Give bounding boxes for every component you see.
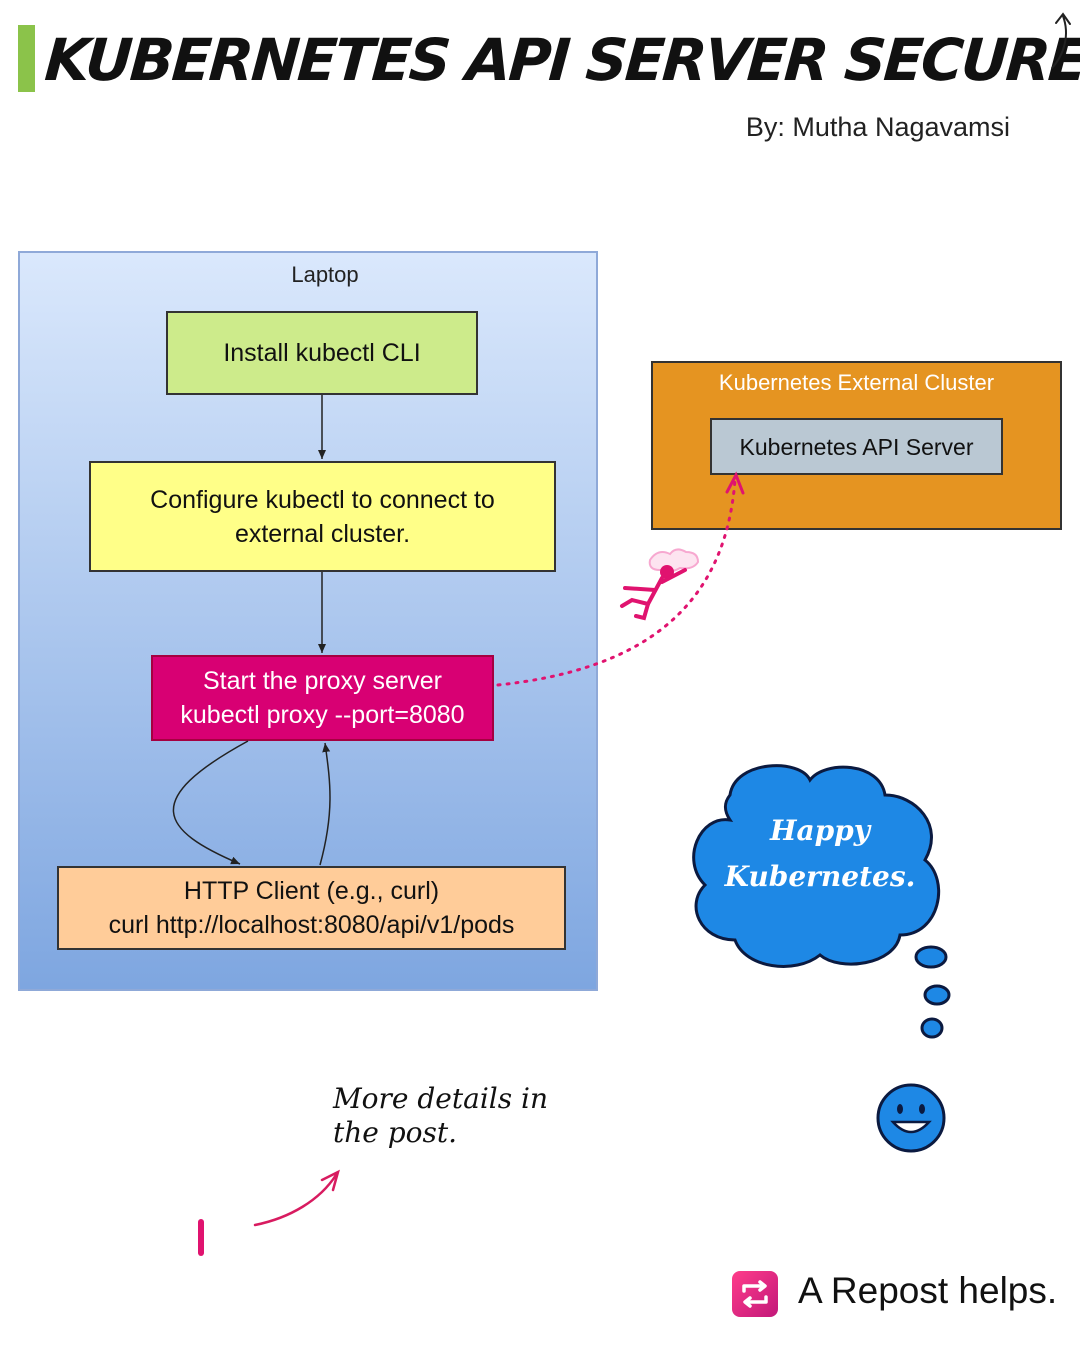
thought-cloud-shape [692,764,941,968]
arrow-http-to-proxy [319,742,331,866]
http-client-step: HTTP Client (e.g., curl) curl http://loc… [57,866,566,950]
thought-bubble-1 [914,945,948,969]
laptop-label: Laptop [291,262,359,287]
http-line-1: HTTP Client (e.g., curl) [183,877,440,905]
thought-cloud-text: Happy Kubernetes. [705,808,935,900]
thought-bubble-2 [923,984,951,1006]
repost-text: A Repost helps. [798,1270,1058,1311]
install-kubectl-label: Install kubectl CLI [223,339,421,367]
proxy-to-api-dotted-arrow [496,478,737,687]
thought-line-1: Happy [769,814,871,847]
repost-arrows-icon [742,1280,768,1308]
skydiver-icon [620,548,700,621]
repost-icon[interactable] [732,1271,778,1317]
note-arrow-icon [253,1169,340,1227]
note-line-2: the post. [333,1116,458,1149]
configure-line-1: Configure kubectl to connect to [150,485,495,514]
install-kubectl-step: Install kubectl CLI [166,311,478,395]
configure-line-2: external cluster. [234,519,411,548]
http-line-2: curl http://localhost:8080/api/v1/pods [108,911,515,939]
api-server-node: Kubernetes API Server [710,418,1003,475]
start-proxy-step: Start the proxy server kubectl proxy --p… [151,655,494,741]
title-accent-bar [18,25,35,92]
proxy-line-1: Start the proxy server [203,667,442,695]
author-byline: By: Mutha Nagavamsi [745,112,1010,142]
api-server-label: Kubernetes API Server [739,433,974,460]
smiley-face-icon [876,1083,946,1153]
title-arrow-icon [1051,12,1071,69]
thought-bubble-3 [920,1017,944,1039]
proxy-line-2: kubectl proxy --port=8080 [180,701,465,729]
arrow-proxy-to-http [172,740,249,865]
configure-kubectl-step: Configure kubectl to connect to external… [89,461,556,572]
note-line-1: More details in [333,1082,548,1115]
thought-line-2: Kubernetes. [724,860,916,893]
external-cluster-label: Kubernetes External Cluster [718,370,995,395]
dotted-arrow-head [725,471,745,495]
more-details-note: More details in the post. [333,1082,583,1150]
